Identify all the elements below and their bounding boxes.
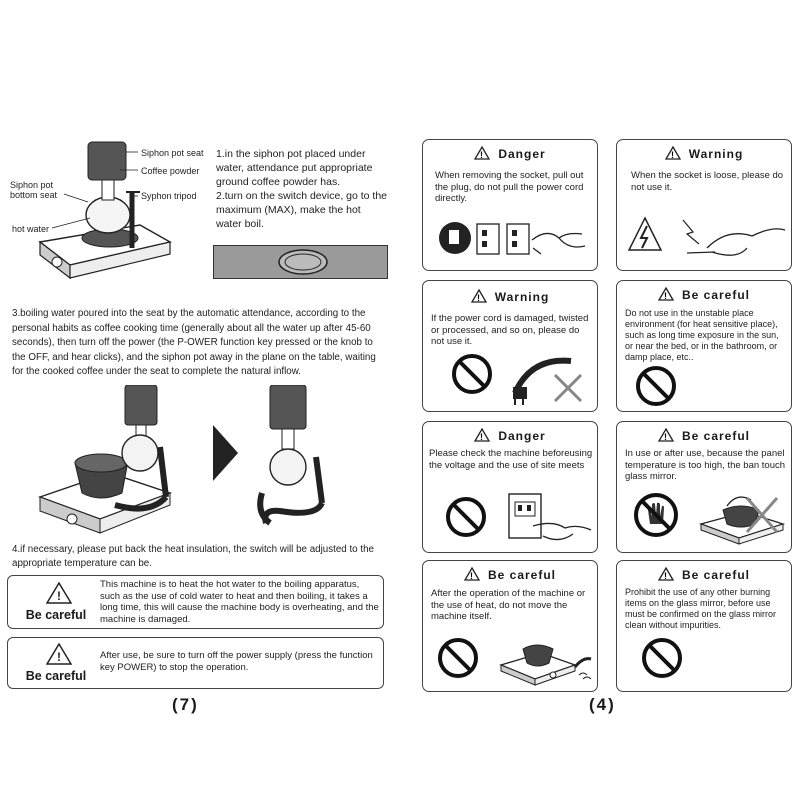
label-syphon-tripod: Syphon tripod xyxy=(141,191,197,201)
caution-triangle-icon: ! xyxy=(474,428,491,442)
prohibited-icon xyxy=(438,638,478,678)
svg-text:!: ! xyxy=(477,293,481,303)
card-careful-hot-panel: ! Be careful In use or after use, because… xyxy=(616,421,792,553)
prohibited-icon xyxy=(452,354,492,394)
card-danger-check-voltage: ! Danger Please check the machine beforeu… xyxy=(422,421,598,553)
card-4-title: Be careful xyxy=(681,288,751,302)
card-8-text: Prohibit the use of any other burning it… xyxy=(625,587,777,630)
caution-triangle-icon: ! xyxy=(46,582,72,604)
hot-heater-illustration xyxy=(698,496,786,545)
card-2-text: When the socket is loose, please do not … xyxy=(631,170,784,193)
card-6-title: Be careful xyxy=(681,429,751,443)
svg-text:!: ! xyxy=(664,432,668,442)
heater-with-cord-illustration xyxy=(499,644,592,686)
svg-text:!: ! xyxy=(470,571,474,581)
card-3-text: If the power cord is damaged, twisted or… xyxy=(431,313,589,347)
label-coffee-powder: Coffee powder xyxy=(141,166,200,176)
card-warning-loose-socket: ! Warning When the socket is loose, pleas… xyxy=(616,139,792,271)
card-danger-socket: ! Danger When removing the socket, pull o… xyxy=(422,139,598,271)
caution-triangle-icon: ! xyxy=(474,146,491,160)
label-hot-water: hot water xyxy=(12,224,50,234)
caution-triangle-icon: ! xyxy=(664,146,681,160)
step-4-text: 4.if necessary, please put back the heat… xyxy=(12,544,374,569)
prohibited-icon xyxy=(642,638,682,678)
card-1-text: When removing the socket, pull out the p… xyxy=(435,170,584,204)
prohibited-icon xyxy=(446,497,486,537)
unplug-socket-illustration xyxy=(439,222,586,255)
electric-shock-illustration xyxy=(627,216,786,256)
left-page-number: (7) xyxy=(172,695,199,714)
be-careful-note-1: ! Be careful This machine is to heat the… xyxy=(7,575,384,629)
svg-text:!: ! xyxy=(480,150,484,160)
caution-triangle-icon: ! xyxy=(470,289,487,303)
label-siphon-bottom-seat: Siphon pot bottom seat xyxy=(10,180,58,200)
card-warning-damaged-cord: ! Warning If the power cord is damaged, t… xyxy=(422,280,598,412)
prohibited-icon xyxy=(636,366,676,406)
note-2-text: After use, be sure to turn off the power… xyxy=(100,650,373,673)
svg-text:!: ! xyxy=(57,650,61,664)
caution-triangle-icon: ! xyxy=(657,428,674,442)
card-6-text: In use or after use, because the panel t… xyxy=(625,448,786,482)
card-5-title: Danger xyxy=(498,429,546,443)
note-1-heading: Be careful xyxy=(25,608,87,622)
no-touch-hand-icon xyxy=(634,493,678,537)
caution-triangle-icon: ! xyxy=(657,287,674,301)
caution-triangle-icon: ! xyxy=(46,643,72,665)
siphon-setup-illustration xyxy=(38,141,172,280)
note-1-text: This machine is to heat the hot water to… xyxy=(100,579,379,625)
brewing-steps-illustration xyxy=(37,385,325,534)
card-3-title: Warning xyxy=(494,290,550,304)
card-5-text: Please check the machine beforeusing the… xyxy=(429,448,593,471)
be-careful-note-2: ! Be careful After use, be sure to turn … xyxy=(7,637,384,689)
label-siphon-pot-seat: Siphon pot seat xyxy=(141,148,204,158)
damaged-plug-illustration xyxy=(512,357,583,405)
right-page-number: (4) xyxy=(589,695,616,714)
card-7-text: After the operation of the machine or th… xyxy=(431,588,586,622)
svg-text:!: ! xyxy=(664,571,668,581)
wall-outlet-illustration xyxy=(508,493,592,541)
step-1-text: 1.in the siphon pot placed under water, … xyxy=(216,148,373,188)
step-2-text: 2.turn on the switch device, go to the m… xyxy=(216,190,388,230)
caution-triangle-icon: ! xyxy=(463,567,480,581)
card-careful-unstable-place: ! Be careful Do not use in the unstable p… xyxy=(616,280,792,412)
caution-triangle-icon: ! xyxy=(657,567,674,581)
control-panel-strip xyxy=(213,245,388,279)
card-1-title: Danger xyxy=(498,147,546,161)
note-2-heading: Be careful xyxy=(25,669,87,683)
svg-text:!: ! xyxy=(671,150,675,160)
step-3-text: 3.boiling water poured into the seat by … xyxy=(12,308,376,377)
card-careful-no-burning-items: ! Be careful Prohibit the use of any othe… xyxy=(616,560,792,692)
card-8-title: Be careful xyxy=(681,568,751,582)
card-7-title: Be careful xyxy=(487,568,557,582)
svg-text:!: ! xyxy=(664,291,668,301)
svg-text:!: ! xyxy=(57,589,61,603)
card-2-title: Warning xyxy=(688,147,744,161)
card-careful-do-not-move: ! Be careful After the operation of the m… xyxy=(422,560,598,692)
card-4-text: Do not use in the unstable place environ… xyxy=(625,308,779,362)
svg-text:!: ! xyxy=(480,432,484,442)
